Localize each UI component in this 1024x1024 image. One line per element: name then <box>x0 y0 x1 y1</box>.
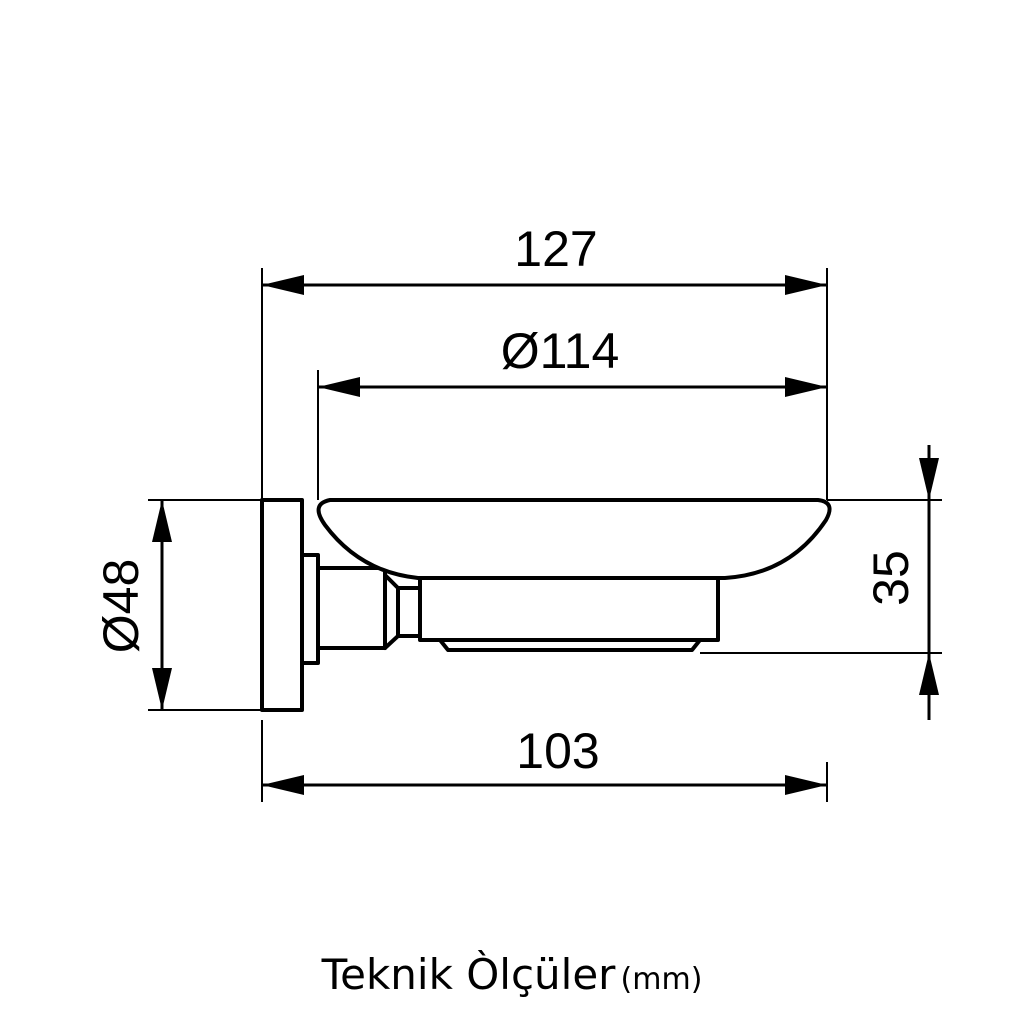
arrowhead-top <box>919 458 939 500</box>
connector-ring <box>396 586 422 638</box>
arrowhead-right <box>785 775 827 795</box>
connector-arm <box>300 553 320 665</box>
arrowhead-right <box>785 377 827 397</box>
caption: Teknik Òlçüler (mm) <box>0 950 1024 999</box>
extension-lines <box>148 268 942 802</box>
dimension-label-103: 103 <box>516 723 599 779</box>
connector-neck <box>316 566 387 650</box>
dimension-48: Ø48 <box>93 500 172 710</box>
dimension-127: 127 <box>262 221 827 295</box>
dimension-label-127: 127 <box>514 221 597 277</box>
arrowhead-top <box>152 500 172 542</box>
dimension-label-35: 35 <box>863 550 919 606</box>
dimension-label-114: Ø114 <box>501 323 620 379</box>
arrowhead-bottom <box>152 668 172 710</box>
holder-base <box>438 638 702 652</box>
arrowhead-left <box>318 377 360 397</box>
caption-unit: (mm) <box>620 962 703 997</box>
dimension-label-48: Ø48 <box>93 559 149 654</box>
arrowhead-bottom <box>919 653 939 695</box>
dimension-35: 35 <box>863 445 939 720</box>
dish <box>316 498 832 580</box>
arrowhead-left <box>262 775 304 795</box>
holder-body <box>418 576 720 642</box>
dimension-103: 103 <box>262 723 827 795</box>
caption-title: Teknik Òlçüler <box>321 950 616 999</box>
wall-flange <box>260 498 304 712</box>
arrowhead-left <box>262 275 304 295</box>
dimension-114: Ø114 <box>318 323 827 397</box>
arrowhead-right <box>785 275 827 295</box>
soap-dish-outline <box>260 498 832 712</box>
